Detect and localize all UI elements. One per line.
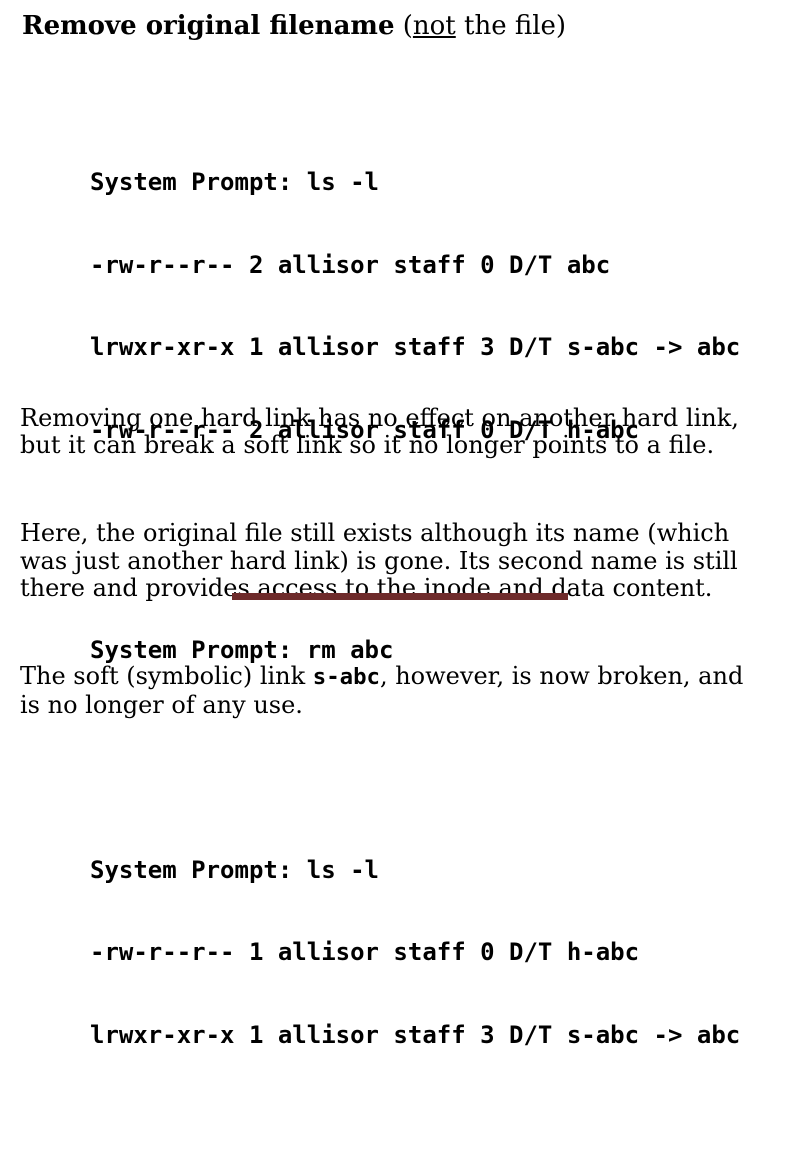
paragraph-soft-link: The soft (symbolic) link s-abc, however,… [20, 663, 798, 719]
terminal-block-ls-before: System Prompt: ls -l -rw-r--r-- 2 alliso… [90, 114, 740, 499]
slide-title-paren-close: the file) [455, 11, 567, 41]
terminal-block-ls-after: System Prompt: ls -l -rw-r--r-- 1 alliso… [90, 802, 740, 1105]
slide-title-underlined-word: not [412, 11, 456, 41]
footer-bar [232, 593, 568, 600]
terminal-line: lrwxr-xr-x 1 allisor staff 3 D/T s-abc -… [90, 1020, 741, 1049]
terminal-line: -rw-r--r-- 2 allisor staff 0 D/T h-abc [90, 415, 640, 444]
paragraph-original-file: Here, the original file still exists alt… [20, 519, 738, 603]
terminal-line: -rw-r--r-- 2 allisor staff 0 D/T abc [90, 250, 611, 279]
slide-title-paren-open: ( [394, 11, 413, 41]
slide-title: Remove original filename (not the file) [22, 8, 566, 44]
paragraph-hard-link: Removing one hard link has no effect on … [20, 403, 739, 460]
terminal-line: System Prompt: ls -l [90, 855, 379, 884]
terminal-line: -rw-r--r-- 1 allisor staff 0 D/T h-abc [90, 938, 640, 966]
inline-code-s-abc: s-abc [312, 664, 380, 691]
terminal-line: System Prompt: ls -l [90, 168, 379, 196]
paragraph-soft-link-prefix: The soft (symbolic) link [20, 662, 313, 691]
slide-title-bold: Remove original filename [22, 11, 395, 41]
body-text: Removing one hard link has no effect on … [20, 350, 798, 753]
terminal-line: lrwxr-xr-x 1 allisor staff 3 D/T s-abc -… [90, 333, 741, 361]
